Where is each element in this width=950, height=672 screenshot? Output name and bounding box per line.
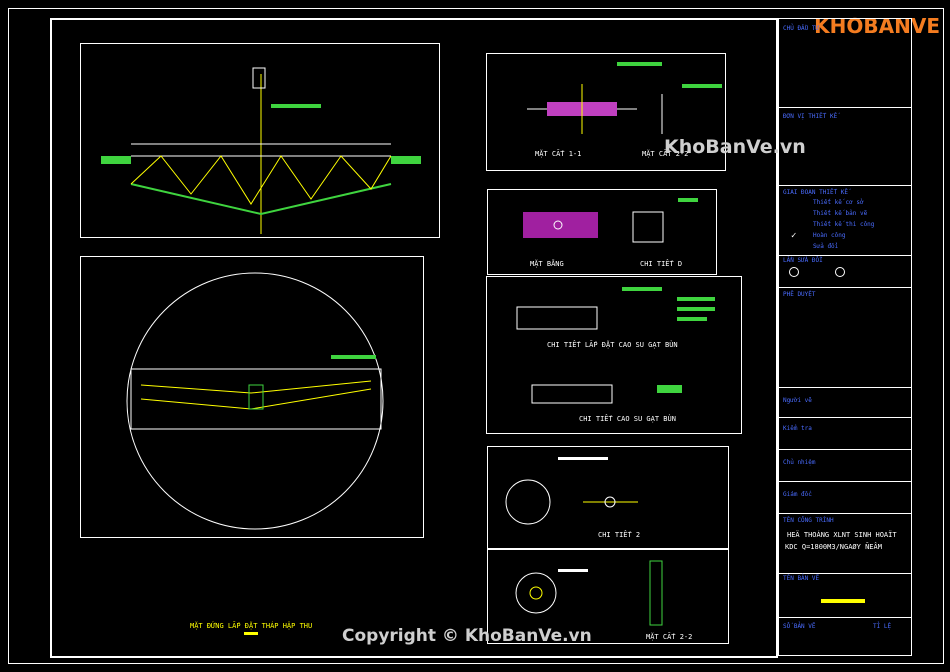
title-block: CHỦ ĐẦU TƯ ĐƠN VỊ THIẾT KẾ GIAI ĐOẠN THI…	[778, 18, 912, 656]
watermark-bottom: Copyright © KhoBanVe.vn	[342, 626, 592, 646]
section-1-1-panel: MẶT CẮT 1-1 MẶT CẮT 2-2	[486, 53, 726, 171]
scraper-detail-label: CHI TIẾT CAO SU GẠT BÙN	[579, 415, 676, 423]
role-label: Chủ nhiệm	[783, 459, 816, 466]
project-label: TÊN CÔNG TRÌNH	[783, 517, 834, 524]
drawing-outer-frame	[8, 8, 944, 664]
plan-panel	[80, 256, 424, 538]
approval-label: PHÊ DUYỆT	[783, 291, 816, 298]
phase-item: Thiết kế bản vẽ	[813, 210, 868, 217]
sheet-no-label: SỐ BẢN VẼ	[783, 623, 816, 630]
plan-view-label: MẶT BẰNG	[530, 260, 564, 268]
project-name-line2: KDC Q=1800M3/NGAØY ÑEÂM	[785, 543, 882, 551]
detail-2-drawing	[505, 457, 638, 525]
section-1-1-label: MẶT CẮT 1-1	[535, 150, 582, 158]
section-1-1-drawing	[527, 62, 722, 134]
phase-item: Thiết kế thi công	[813, 221, 875, 228]
scraper-detail-panel: CHI TIẾT LẮP ĐẶT CAO SU GẠT BÙN CHI TIẾT…	[486, 276, 742, 434]
drawing-label: TÊN BẢN VẼ	[783, 575, 820, 582]
elevation-drawing	[101, 67, 421, 234]
role-label: Người vẽ	[783, 397, 812, 404]
owner-label: CHỦ ĐẦU TƯ	[783, 25, 820, 32]
phase-item: Sửa đổi	[813, 243, 839, 250]
section-2-2-drawing	[515, 560, 663, 626]
section-2-2-short-label: MẶT CẮT 2-2	[642, 150, 689, 158]
revision-circle-icon	[789, 267, 799, 277]
phase-header: GIAI ĐOẠN THIẾT KẾ	[783, 189, 849, 196]
plan-detail-panel: MẶT BẰNG CHI TIẾT D	[487, 189, 717, 275]
drawing-inner-frame	[50, 18, 778, 658]
designer-label: ĐƠN VỊ THIẾT KẾ	[783, 113, 838, 120]
scraper-detail-drawing	[516, 287, 715, 404]
checkmark-icon: ✓	[791, 231, 797, 241]
revision-label: LẦN SỬA ĐỔI	[783, 257, 823, 264]
plan-detail-drawing	[523, 198, 698, 243]
role-label: Giám đốc	[783, 491, 812, 498]
detail-2-label: CHI TIẾT 2	[598, 531, 641, 539]
section-2-2-label: MẶT CẮT 2-2	[646, 633, 693, 641]
elevation-panel	[80, 43, 440, 238]
phase-item: Thiết kế cơ sở	[813, 199, 864, 206]
phase-item: Hoàn công	[813, 232, 846, 239]
elevation-title-underline	[244, 632, 258, 635]
scale-label: TỈ LỆ	[873, 623, 892, 630]
project-name-line1: HEÄ THOÁNG XLNT SINH HOAÏT	[787, 531, 897, 539]
detail-d-label: CHI TIẾT D	[640, 260, 683, 268]
scraper-install-label: CHI TIẾT LẮP ĐẶT CAO SU GẠT BÙN	[547, 341, 678, 349]
role-label: Kiểm tra	[783, 425, 812, 432]
plan-drawing	[126, 272, 384, 530]
detail-2-panel: CHI TIẾT 2	[487, 446, 729, 550]
watermark-top: KhoBanVe.vn	[664, 136, 806, 158]
elevation-title: MẶT ĐỨNG LẮP ĐẶT THÁP HẬP THU	[190, 622, 313, 630]
section-2-2-panel: MẶT CẮT 2-2	[487, 548, 729, 644]
revision-circle-icon	[835, 267, 845, 277]
drawing-name-placeholder	[821, 599, 865, 603]
